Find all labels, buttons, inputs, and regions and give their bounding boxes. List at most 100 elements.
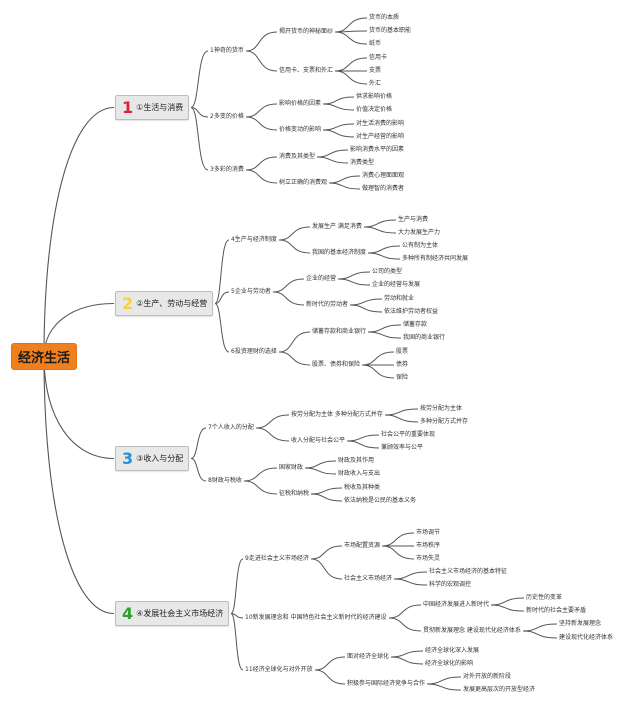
leaf-node[interactable]: 股票 xyxy=(396,348,409,355)
leaf-node[interactable]: 科学的宏观调控 xyxy=(429,581,472,588)
topic-node[interactable]: 树立正确的消费观 xyxy=(279,179,328,186)
leaf-node[interactable]: 保险 xyxy=(396,374,409,381)
leaf-node[interactable]: 建设现代化经济体系 xyxy=(559,634,614,641)
subtopic-node[interactable]: 10新发展理念和 中国特色社会主义新时代的经济建设 xyxy=(245,614,387,621)
leaf-node[interactable]: 多种所有制经济共同发展 xyxy=(402,255,469,262)
subtopic-connector xyxy=(278,226,311,241)
leaf-node[interactable]: 信用卡 xyxy=(369,54,388,61)
leaf-node[interactable]: 债券 xyxy=(396,361,409,368)
leaf-node[interactable]: 供求影响价格 xyxy=(356,93,393,100)
leaf-node[interactable]: 劳动和就业 xyxy=(384,295,415,302)
topic-node[interactable]: 股票、债券和保险 xyxy=(312,361,361,368)
leaf-node[interactable]: 依法纳税是公民的基本义务 xyxy=(344,497,417,504)
topic-node[interactable]: 影响价格的因素 xyxy=(279,100,322,107)
leaf-node[interactable]: 外汇 xyxy=(369,80,382,87)
topic-node[interactable]: 中国经济发展进入新时代 xyxy=(423,601,490,608)
leaf-node[interactable]: 财政收入与支出 xyxy=(338,470,381,477)
leaf-node[interactable]: 发展更高层次的开放型经济 xyxy=(463,686,536,693)
leaf-node[interactable]: 货币的本质 xyxy=(369,14,400,21)
leaf-node[interactable]: 对外开放的新阶段 xyxy=(463,673,512,680)
leaf-node[interactable]: 做理智的消费者 xyxy=(362,185,405,192)
leaf-node[interactable]: 企业的经营与发展 xyxy=(372,281,421,288)
topic-node[interactable]: 积极参与国际经济竞争与合作 xyxy=(347,680,426,687)
leaf-node[interactable]: 大力发展生产力 xyxy=(398,229,441,236)
subtopic-node[interactable]: 8财政与税收 xyxy=(208,477,242,484)
leaf-node[interactable]: 货币的基本职能 xyxy=(369,27,412,34)
leaf-node[interactable]: 对生活消费的影响 xyxy=(356,120,405,127)
leaf-node[interactable]: 生产与消费 xyxy=(398,216,429,223)
leaf-node[interactable]: 公司的类型 xyxy=(372,268,403,275)
leaf-node[interactable]: 新时代的社会主要矛盾 xyxy=(526,607,587,614)
topic-node[interactable]: 发展生产 满足消费 xyxy=(312,223,362,230)
subtopic-node[interactable]: 4生产与经济制度 xyxy=(231,236,277,243)
subtopic-node[interactable]: 1神奇的货币 xyxy=(210,47,244,54)
subtopic-node[interactable]: 5企业与劳动者 xyxy=(231,288,271,295)
leaf-node[interactable]: 市场秩序 xyxy=(416,542,441,549)
leaf-node[interactable]: 公有制为主体 xyxy=(402,242,439,249)
topic-node[interactable]: 消费及其类型 xyxy=(279,153,316,160)
leaf-connector xyxy=(346,440,380,449)
leaf-node[interactable]: 经济全球化的影响 xyxy=(425,660,474,667)
topic-node[interactable]: 价格变动的影响 xyxy=(279,126,322,133)
leaf-node[interactable]: 坚持新发展理念 xyxy=(559,620,602,627)
subtopic-connector xyxy=(388,604,422,619)
leaf-node[interactable]: 财政及其作用 xyxy=(338,457,375,464)
subtopic-node[interactable]: 6投资理财的选择 xyxy=(231,348,277,355)
topic-node[interactable]: 收入分配与社会公平 xyxy=(291,437,346,444)
topic-node[interactable]: 贯彻新发展理念 建设现代化经济体系 xyxy=(423,627,521,634)
leaf-node[interactable]: 依法维护劳动者权益 xyxy=(384,308,439,315)
leaf-node[interactable]: 社会公平的重要体现 xyxy=(381,431,436,438)
branch-connector xyxy=(190,458,207,482)
leaf-node[interactable]: 消费心理面面观 xyxy=(362,172,405,179)
leaf-node[interactable]: 支票 xyxy=(369,67,382,74)
leaf-node[interactable]: 消费类型 xyxy=(350,159,375,166)
root-node[interactable]: 经济生活 xyxy=(11,343,78,370)
topic-node[interactable]: 国家财政 xyxy=(279,464,304,471)
subtopic-connector xyxy=(255,414,290,429)
leaf-connector xyxy=(361,364,395,379)
leaf-node[interactable]: 市场失灵 xyxy=(416,555,441,562)
leaf-connector xyxy=(334,17,368,33)
topic-node[interactable]: 面对经济全球化 xyxy=(347,653,390,660)
subtopic-node[interactable]: 11经济全球化与对外开放 xyxy=(245,666,313,673)
root-label: 经济生活 xyxy=(18,351,71,366)
leaf-node[interactable]: 影响消费水平的因素 xyxy=(350,146,405,153)
topic-node[interactable]: 储蓄存款和商业银行 xyxy=(312,328,367,335)
leaf-node[interactable]: 历史性的变革 xyxy=(526,594,563,601)
leaf-node[interactable]: 市场调节 xyxy=(416,529,441,536)
leaf-node[interactable]: 兼顾效率与公平 xyxy=(381,444,424,451)
leaf-node[interactable]: 价值决定价格 xyxy=(356,106,393,113)
leaf-node[interactable]: 社会主义市场经济的基本特征 xyxy=(429,568,508,575)
topic-node[interactable]: 我国的基本经济制度 xyxy=(312,249,367,256)
topic-node[interactable]: 市场配置资源 xyxy=(344,542,381,549)
topic-node[interactable]: 社会主义市场经济 xyxy=(344,575,393,582)
topic-node[interactable]: 企业的经营 xyxy=(306,275,337,282)
leaf-node[interactable]: 按劳分配为主体 xyxy=(420,405,463,412)
leaf-connector xyxy=(381,545,415,560)
leaf-node[interactable]: 我国的商业银行 xyxy=(403,334,446,341)
leaf-connector xyxy=(322,123,355,131)
leaf-node[interactable]: 纸币 xyxy=(369,40,382,47)
topic-node[interactable]: 新时代的劳动者 xyxy=(306,301,349,308)
branch-connector xyxy=(230,613,244,671)
branch-label: ③收入与分配 xyxy=(136,454,184,463)
leaf-connector xyxy=(363,226,397,234)
leaf-node[interactable]: 经济全球化深入发展 xyxy=(425,647,480,654)
subtopic-node[interactable]: 9走进社会主义市场经济 xyxy=(245,555,309,562)
leaf-node[interactable]: 对生产经营的影响 xyxy=(356,133,405,140)
subtopic-node[interactable]: 2多变的价格 xyxy=(210,113,244,120)
leaf-node[interactable]: 税收及其种类 xyxy=(344,484,381,491)
topic-node[interactable]: 信用卡、支票和外汇 xyxy=(279,67,334,74)
topic-node[interactable]: 揭开货币的神秘面纱 xyxy=(279,28,334,35)
leaf-connector xyxy=(367,331,402,339)
leaf-node[interactable]: 多种分配方式并存 xyxy=(420,418,469,425)
leaf-node[interactable]: 储蓄存款 xyxy=(403,321,428,328)
topic-node[interactable]: 征税和纳税 xyxy=(279,490,310,497)
topic-node[interactable]: 按劳分配为主体 多种分配方式并存 xyxy=(291,411,383,418)
subtopic-node[interactable]: 7个人收入的分配 xyxy=(208,424,254,431)
subtopic-node[interactable]: 3多彩的消费 xyxy=(210,166,244,173)
